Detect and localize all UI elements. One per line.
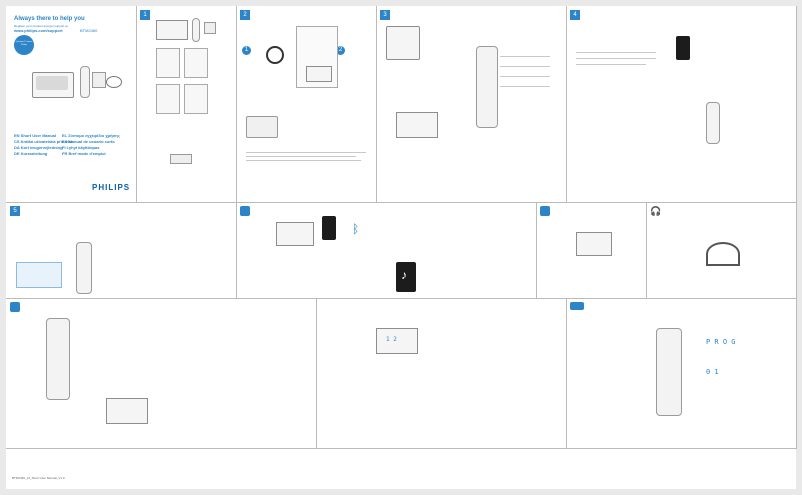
clock-display: 1 2 <box>386 336 397 343</box>
callout-line <box>500 66 550 67</box>
timer-badge <box>10 302 20 312</box>
language-es: ES Manual de usuario corto <box>62 139 115 144</box>
section-1-panel: 1 <box>136 6 237 203</box>
section-4-panel: 4 <box>566 6 797 203</box>
drill-image <box>246 116 278 138</box>
product-image-adapter <box>92 72 106 88</box>
prog-display: P R O G <box>706 338 736 346</box>
music-note-icon: ♪ <box>401 268 407 282</box>
bluetooth-badge <box>240 206 250 216</box>
headphone-icon: 🎧 <box>650 206 662 216</box>
section-2-number: 2 <box>240 10 250 20</box>
remote-diagram-2 <box>706 102 720 144</box>
power-icon <box>266 46 284 64</box>
language-da: DA Kort brugervejledning <box>14 145 63 150</box>
language-el: EL Σύντομο εγχειρίδιο χρήσης <box>62 133 120 138</box>
front-speaker <box>386 26 420 60</box>
text-line <box>576 64 646 65</box>
text-line <box>576 52 656 53</box>
phone-image <box>676 36 690 60</box>
timer-speaker <box>106 398 148 424</box>
bt-speaker <box>276 222 314 246</box>
pkg-speaker <box>156 20 188 40</box>
wall-speaker <box>306 66 332 82</box>
step-marker: 2 <box>336 46 345 55</box>
timer-remote <box>46 318 70 400</box>
language-cs: CS Krátká uživatelská příručka <box>14 139 73 144</box>
music-phone <box>396 262 416 292</box>
footer-note: BTM2460_12_Short User Manual_V1.0 <box>12 476 65 480</box>
clock-panel: 1 2 <box>316 298 567 449</box>
cover-panel: Always there to help you Register your p… <box>6 6 137 203</box>
wall-mount-kit <box>170 154 192 164</box>
pkg-adapter <box>204 22 216 34</box>
cover-headline: Always there to help you <box>14 16 85 22</box>
usb-badge <box>540 206 550 216</box>
text-line <box>246 156 356 157</box>
remote-diagram-3 <box>76 242 92 294</box>
bt-phone <box>322 216 336 240</box>
step-marker: 1 <box>242 46 251 55</box>
usb-panel <box>536 202 647 299</box>
language-en: EN Short User Manual <box>14 133 57 138</box>
section-1-number: 1 <box>140 10 150 20</box>
program-remote <box>656 328 682 416</box>
callout-line <box>500 76 550 77</box>
side-speaker <box>396 112 438 138</box>
section-2-panel: 2 1 2 <box>236 6 377 203</box>
pkg-doc-3 <box>156 84 180 114</box>
headphone-image <box>706 242 740 266</box>
warning-box <box>16 262 62 288</box>
callout-line <box>500 86 550 87</box>
callout-line <box>500 56 550 57</box>
remote-diagram <box>476 46 498 128</box>
section-5-panel: 5 <box>6 202 237 299</box>
section-3-panel: 3 <box>376 6 567 203</box>
text-line <box>246 152 366 153</box>
section-3-number: 3 <box>380 10 390 20</box>
program-panel: P R O G 0 1 <box>566 298 797 449</box>
product-image-remote <box>80 66 90 98</box>
cover-subline: Register your product and get support at <box>14 24 68 28</box>
pkg-doc-1 <box>156 48 180 78</box>
section-4-number: 4 <box>570 10 580 20</box>
question-badge-text: Question? Contact Philips <box>15 41 33 46</box>
section-5-number: 5 <box>10 206 20 216</box>
philips-logo: PHILIPS <box>92 183 131 192</box>
support-url[interactable]: www.philips.com/support <box>14 28 63 33</box>
language-de: DE Kurzanleitung <box>14 151 48 156</box>
pkg-remote <box>192 18 200 42</box>
product-image-cable <box>106 76 122 88</box>
bluetooth-icon: ᛒ <box>352 222 360 236</box>
headphone-panel: 🎧 <box>646 202 797 299</box>
track-display: 0 1 <box>706 368 719 376</box>
pkg-doc-4 <box>184 84 208 114</box>
pkg-doc-2 <box>184 48 208 78</box>
question-badge <box>14 35 34 55</box>
language-fr: FR Bref mode d'emploi <box>62 151 106 156</box>
text-line <box>576 58 656 59</box>
program-badge <box>570 302 584 310</box>
bluetooth-panel: ᛒ ♪ <box>236 202 537 299</box>
product-image-dock <box>36 76 68 90</box>
manual-sheet: Always there to help you Register your p… <box>6 6 797 489</box>
timer-panel <box>6 298 317 449</box>
model-number: BTM2460 <box>80 28 98 33</box>
clock-speaker <box>376 328 418 354</box>
text-line <box>246 160 361 161</box>
language-fi: FI Lyhyt käyttöopas <box>62 145 100 150</box>
usb-speaker <box>576 232 612 256</box>
